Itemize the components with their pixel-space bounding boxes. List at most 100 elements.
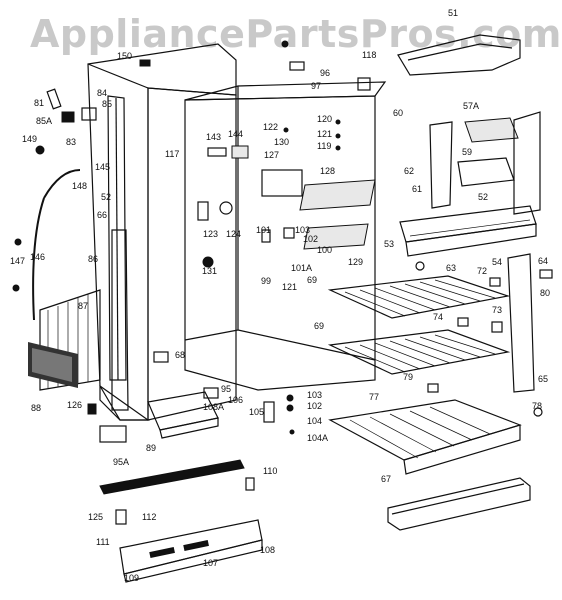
part-label-129: 129 <box>348 257 363 267</box>
part-label-69b: 69 <box>314 321 324 331</box>
part-label-78: 78 <box>532 401 542 411</box>
crisper-basket-77 <box>328 399 522 475</box>
part-label-61: 61 <box>412 184 422 194</box>
part-label-126: 126 <box>67 400 82 410</box>
toe-grille-107 <box>119 519 263 583</box>
part-label-104: 104 <box>307 416 322 426</box>
part-label-102b: 102 <box>307 401 322 411</box>
part-label-88: 88 <box>31 403 41 413</box>
part-label-74: 74 <box>433 312 443 322</box>
part-label-148: 148 <box>72 181 87 191</box>
part-label-52a: 52 <box>101 192 111 202</box>
part-label-51: 51 <box>448 8 458 18</box>
part-label-107: 107 <box>203 558 218 568</box>
part-label-102a: 102 <box>303 234 318 244</box>
part-label-111: 111 <box>96 537 110 547</box>
part-label-60: 60 <box>393 108 403 118</box>
part-label-123: 123 <box>203 229 218 239</box>
top-trim-51 <box>397 34 521 76</box>
part-label-83: 83 <box>66 137 76 147</box>
part-label-149: 149 <box>22 134 37 144</box>
part-label-69a: 69 <box>307 275 317 285</box>
bottom-pan-89 <box>147 391 219 439</box>
part-label-99: 99 <box>261 276 271 286</box>
part-label-112: 112 <box>142 512 156 522</box>
shelf-frame-53-54 <box>399 205 537 257</box>
part-label-144: 144 <box>228 129 243 139</box>
part-label-101: 101 <box>256 225 271 235</box>
wire-shelf-lower <box>327 329 511 375</box>
part-label-97: 97 <box>311 81 321 91</box>
part-label-125: 125 <box>88 512 103 522</box>
part-label-106: 106 <box>228 395 243 405</box>
part-label-67: 67 <box>381 474 391 484</box>
part-label-62: 62 <box>404 166 414 176</box>
part-label-72: 72 <box>477 266 487 276</box>
part-label-131: 131 <box>202 266 217 276</box>
part-label-130: 130 <box>274 137 289 147</box>
part-label-63: 63 <box>446 263 456 273</box>
part-label-86: 86 <box>88 254 98 264</box>
part-label-117: 117 <box>165 149 179 159</box>
part-label-85: 85 <box>102 99 112 109</box>
part-label-145: 145 <box>95 162 110 172</box>
freezer-components <box>429 111 541 215</box>
base-strip-125 <box>99 459 245 495</box>
part-label-108A: 108A <box>203 402 224 412</box>
breaker-strips <box>107 95 129 411</box>
part-label-85A: 85A <box>36 116 52 126</box>
part-label-73: 73 <box>492 305 502 315</box>
part-label-65: 65 <box>538 374 548 384</box>
part-label-104A: 104A <box>307 433 328 443</box>
part-label-121a: 121 <box>317 129 332 139</box>
part-label-79: 79 <box>403 372 413 382</box>
part-label-143: 143 <box>206 132 221 142</box>
part-label-59: 59 <box>462 147 472 157</box>
part-label-66: 66 <box>97 210 107 220</box>
part-label-87: 87 <box>78 301 88 311</box>
part-label-68: 68 <box>175 350 185 360</box>
part-label-128: 128 <box>320 166 335 176</box>
part-label-89: 89 <box>146 443 156 453</box>
tube-146 <box>32 169 81 321</box>
part-label-146: 146 <box>30 252 45 262</box>
part-label-103b: 103 <box>307 390 322 400</box>
part-label-103a: 103 <box>295 225 310 235</box>
part-label-109: 109 <box>124 573 139 583</box>
door-bar-67 <box>387 477 531 531</box>
part-label-147: 147 <box>10 256 25 266</box>
part-label-100: 100 <box>317 245 332 255</box>
part-label-64: 64 <box>538 256 548 266</box>
part-label-80: 80 <box>540 288 550 298</box>
watermark-text: AppliancePartsPros.com <box>30 12 562 56</box>
part-label-54: 54 <box>492 257 502 267</box>
part-label-57A: 57A <box>463 101 479 111</box>
cabinet-outer-shell <box>87 43 237 421</box>
part-label-150: 150 <box>117 51 132 61</box>
part-label-121b: 121 <box>282 282 297 292</box>
part-label-105: 105 <box>249 407 264 417</box>
part-label-119: 119 <box>317 141 331 151</box>
part-label-53: 53 <box>384 239 394 249</box>
part-label-120: 120 <box>317 114 332 124</box>
part-label-124: 124 <box>226 229 241 239</box>
part-label-118: 118 <box>362 50 376 60</box>
part-label-84: 84 <box>97 88 107 98</box>
part-label-81: 81 <box>34 98 44 108</box>
side-panel <box>28 289 101 391</box>
part-label-95: 95 <box>221 384 231 394</box>
part-label-108: 108 <box>260 545 275 555</box>
part-label-101A: 101A <box>291 263 312 273</box>
part-label-52b: 52 <box>478 192 488 202</box>
part-label-110: 110 <box>263 466 277 476</box>
part-label-127: 127 <box>264 150 279 160</box>
side-strip-65 <box>507 253 535 393</box>
part-label-96: 96 <box>320 68 330 78</box>
small-parts <box>12 40 553 525</box>
part-label-95A: 95A <box>113 457 129 467</box>
part-label-77: 77 <box>369 392 379 402</box>
wire-shelf-upper <box>327 275 511 319</box>
part-label-122: 122 <box>263 122 278 132</box>
